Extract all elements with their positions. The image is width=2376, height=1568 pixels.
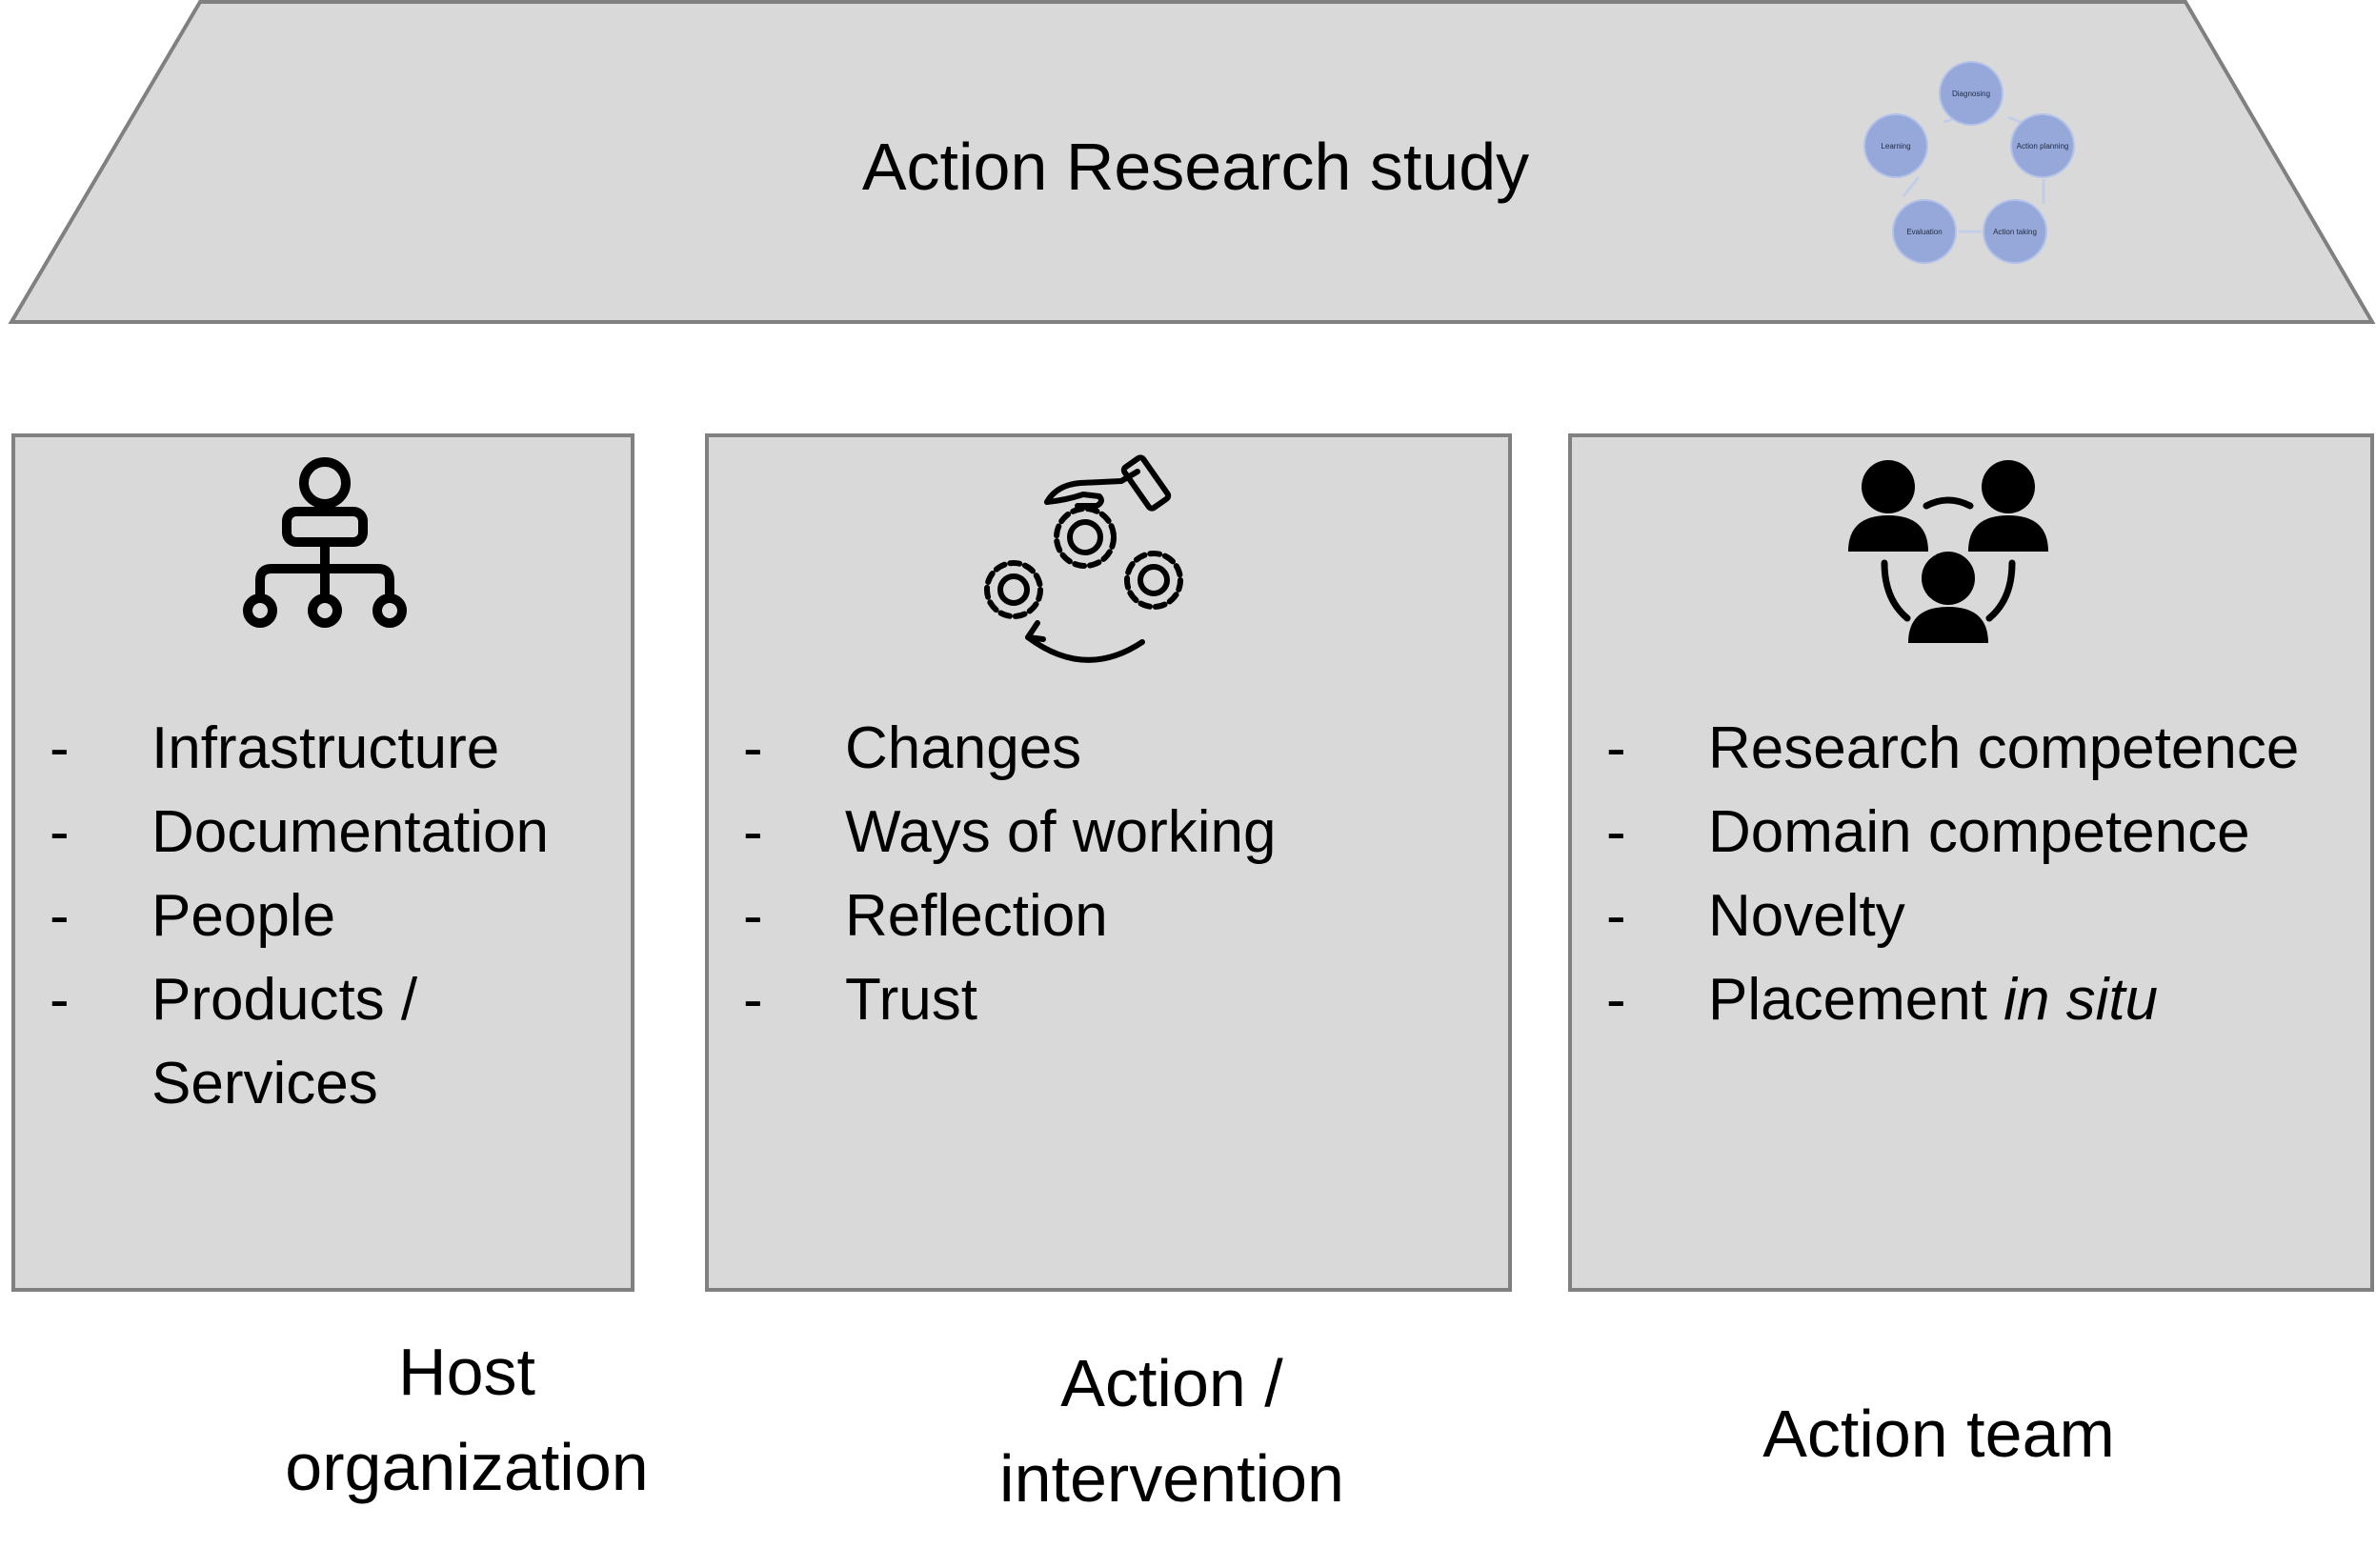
list-item-text: Infrastructure: [151, 715, 500, 781]
list-item: -Novelty: [1606, 874, 2299, 958]
list-item-text: Documentation: [151, 799, 550, 865]
pillar-host-organization: -Infrastructure -Documentation -People -…: [11, 433, 634, 1292]
list-item-text: People: [151, 883, 336, 949]
organization-hierarchy-icon: [243, 457, 407, 628]
list-item: -Research competence: [1606, 707, 2299, 791]
list-item: -Placement in situ: [1606, 958, 2299, 1042]
list-item: -Ways of working: [743, 791, 1277, 874]
cycle-node-learning: Learning: [1865, 115, 1926, 176]
list-item-text: Placement in situ: [1708, 967, 2159, 1033]
team-people-icon: [1848, 460, 2048, 643]
list-item-text: Reflection: [845, 883, 1108, 949]
caption-action-intervention: Action / intervention: [999, 1346, 1344, 1516]
list-item-text: Changes: [845, 715, 1082, 781]
hand-gears-cycle-icon: [984, 454, 1183, 663]
list-item-text: Ways of working: [845, 799, 1277, 865]
list-item-text: Products / Services: [151, 967, 418, 1116]
caption-host-organization: Host organization: [285, 1335, 649, 1504]
list-item-text: Trust: [845, 967, 977, 1033]
list-item: -Reflection: [743, 874, 1277, 958]
list-item: -Trust: [743, 958, 1277, 1042]
cycle-node-diagnosing: Diagnosing: [1941, 63, 2002, 124]
cycle-node-action-taking: Action taking: [1984, 201, 2045, 262]
list-item: -Changes: [743, 707, 1277, 791]
caption-action-team: Action team: [1762, 1397, 2115, 1471]
list-item-text: Novelty: [1708, 883, 1905, 949]
roof-trapezoid: [8, 0, 2376, 324]
pillar-action-team: -Research competence -Domain competence …: [1568, 433, 2374, 1292]
list-item: -People: [50, 874, 549, 958]
list-item: -Products / Services: [50, 958, 549, 1126]
italic-suffix: in situ: [2003, 967, 2159, 1033]
list-item: -Documentation: [50, 791, 549, 874]
list-item: -Domain competence: [1606, 791, 2299, 874]
roof-title: Action Research study: [861, 130, 1530, 204]
list-item-text: Research competence: [1708, 715, 2300, 781]
pillar-action-intervention: -Changes -Ways of working -Reflection -T…: [705, 433, 1512, 1292]
cycle-node-evaluation: Evaluation: [1894, 201, 1955, 262]
list-item: -Infrastructure: [50, 707, 549, 791]
list-item-text: Domain competence: [1708, 799, 2250, 865]
cycle-node-action-planning: Action planning: [2012, 115, 2073, 176]
